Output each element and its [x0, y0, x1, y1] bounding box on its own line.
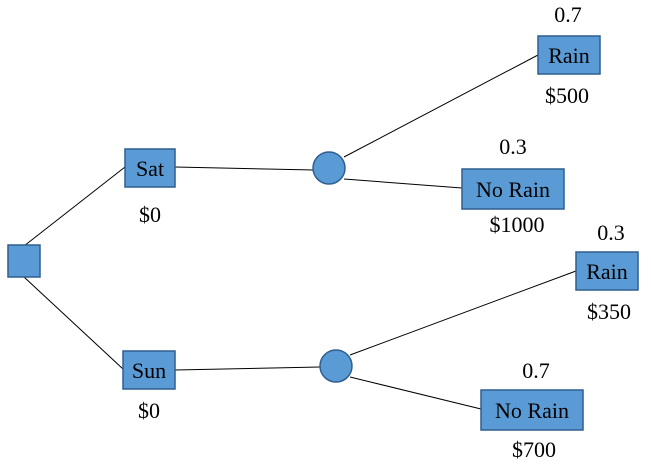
- edge-root-sun: [23, 276, 124, 370]
- edge-sat-chance: [174, 166, 315, 171]
- prob-sat-norain: 0.3: [499, 134, 527, 159]
- payoff-sun-rain: $350: [587, 299, 631, 324]
- edge-sun-chance: [174, 366, 321, 371]
- node-sun-rain: [575, 251, 639, 291]
- node-sat-value: $0: [139, 202, 161, 227]
- node-sun: [122, 350, 176, 390]
- payoff-sun-norain: $700: [512, 437, 556, 462]
- node-sat-label: Sat: [136, 156, 164, 181]
- payoff-sat-rain: $500: [545, 83, 589, 108]
- node-sun-rain-label: Rain: [586, 259, 628, 284]
- edge-sat-norain: [343, 178, 463, 189]
- node-sat: [124, 148, 176, 188]
- node-sat-norain-label: No Rain: [476, 177, 550, 202]
- decision-node: [7, 244, 41, 278]
- node-sun-value: $0: [138, 398, 160, 423]
- edge-sat-rain: [343, 54, 539, 158]
- edge-root-sat: [23, 166, 126, 247]
- chance-node-sun: [319, 349, 353, 383]
- payoff-sat-norain: $1000: [490, 212, 545, 237]
- node-sat-rain-label: Rain: [548, 43, 590, 68]
- node-sun-label: Sun: [132, 358, 166, 383]
- prob-sat-rain: 0.7: [554, 2, 582, 27]
- chance-node-sat: [312, 151, 346, 185]
- node-sat-norain: [461, 168, 565, 210]
- node-sun-norain-label: No Rain: [495, 398, 569, 423]
- prob-sun-norain: 0.7: [522, 358, 550, 383]
- node-sun-norain: [480, 389, 584, 431]
- edge-sun-norain: [349, 376, 482, 410]
- prob-sun-rain: 0.3: [597, 220, 625, 245]
- node-sat-rain: [537, 35, 601, 75]
- edge-sun-rain: [349, 270, 577, 356]
